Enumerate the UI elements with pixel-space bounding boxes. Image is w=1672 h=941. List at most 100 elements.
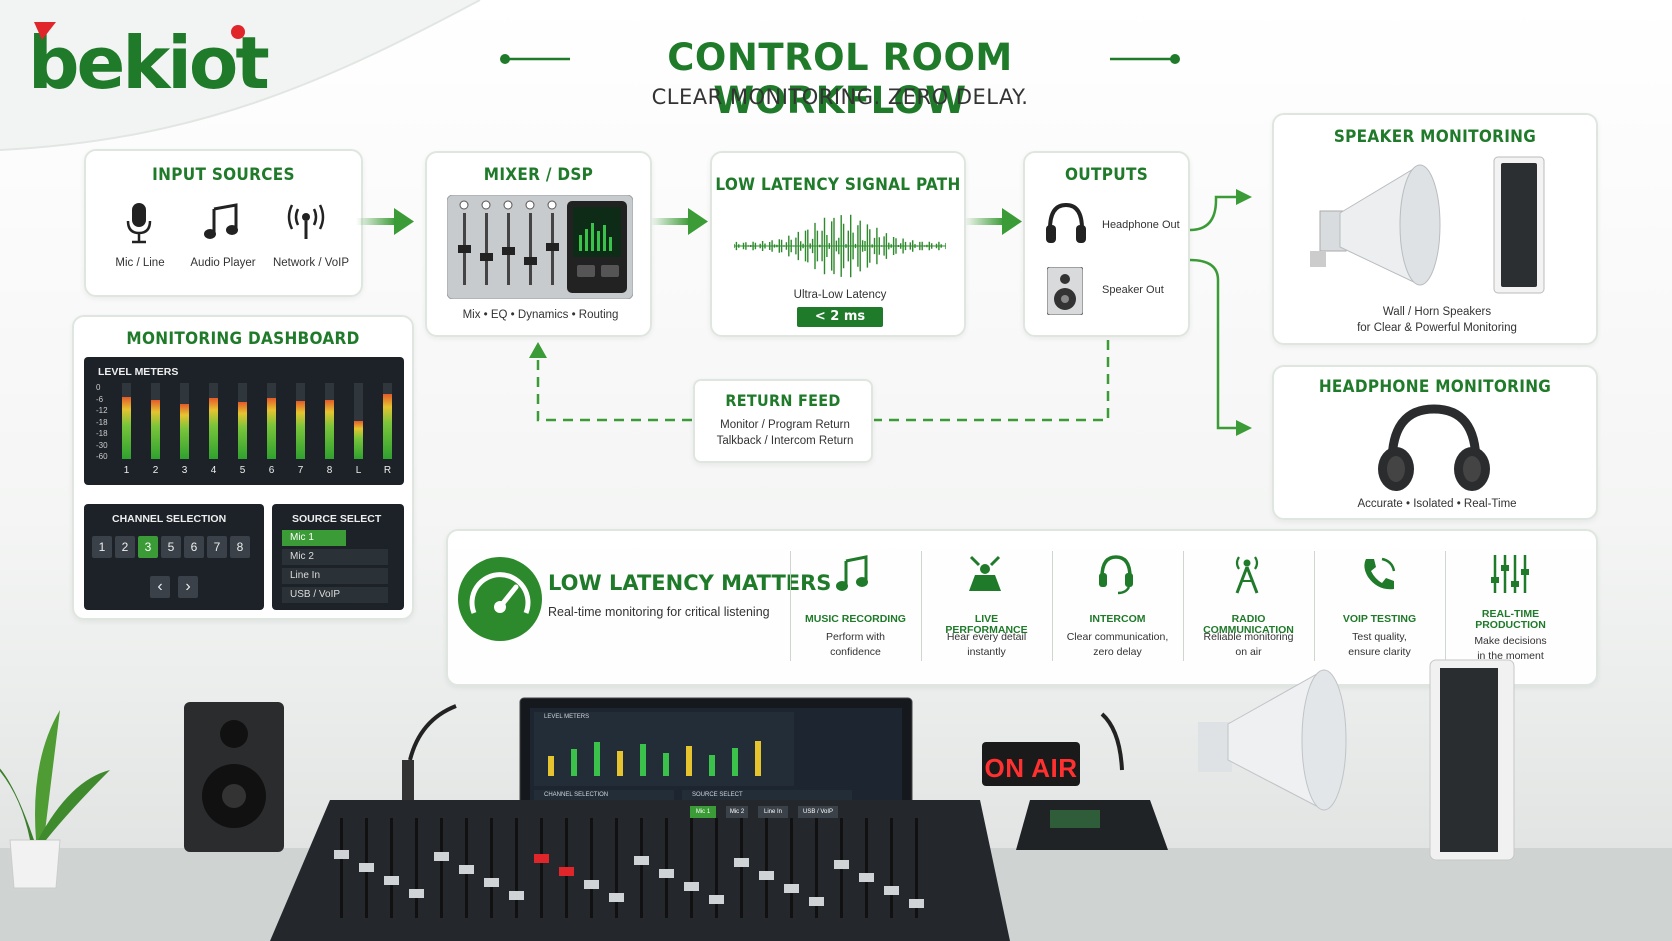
logo-graphic: bekiot	[28, 21, 271, 105]
speaker-monitoring-title: SPEAKER MONITORING	[1333, 127, 1537, 147]
input-source-label: Network / VoIP	[272, 257, 350, 269]
meter-scale-tick: -18	[96, 429, 108, 438]
use-case-desc: in the moment	[1477, 650, 1544, 662]
latency-matters-title: LOW LATENCY MATTERS	[548, 571, 832, 595]
channel-button[interactable]: 6	[184, 536, 204, 558]
use-case-title: REAL-TIME PRODUCTION	[1475, 608, 1546, 631]
level-meter-fill	[151, 400, 160, 459]
music-note-icon	[204, 203, 238, 239]
level-meter-fill	[209, 398, 218, 459]
monitoring-dashboard-card: MONITORING DASHBOARD LEVEL METERS 0-6-12…	[72, 315, 414, 620]
source-option[interactable]: Mic 1	[282, 530, 346, 546]
screen-source-list: Mic 1 Mic 2 Line In USB / VoIP	[690, 806, 860, 820]
latency-matters-card: LOW LATENCY MATTERS Real-time monitoring…	[446, 529, 1598, 686]
signal-path-title: LOW LATENCY SIGNAL PATH	[715, 175, 961, 195]
channel-selection-label: CHANNEL SELECTION	[112, 513, 227, 525]
on-air-sign: ON AIR	[984, 753, 1078, 783]
use-case-desc: ensure clarity	[1348, 646, 1411, 658]
level-meter-label: 7	[297, 465, 304, 476]
channel-button[interactable]: 3	[138, 536, 158, 558]
level-meter-label: 8	[326, 465, 333, 476]
brand-logo: bekiot	[26, 18, 286, 105]
screen-source-select-label: SOURCE SELECT	[692, 792, 743, 798]
meter-scale-tick: -30	[96, 440, 108, 450]
input-source-label: Audio Player	[190, 257, 256, 269]
use-case-desc: Make decisions	[1474, 635, 1547, 647]
source-select-panel: SOURCE SELECT Mic 1 Mic 2 Line In USB / VoI…	[272, 504, 404, 610]
channel-button[interactable]: 1	[92, 536, 112, 558]
screen-channel-selection-label: CHANNEL SELECTION	[544, 792, 609, 798]
use-case-title: RADIO COMMUNICATION	[1203, 613, 1294, 636]
screen-source-option: Mic 1	[690, 806, 716, 818]
level-meter-label: L	[355, 465, 362, 476]
level-meter-fill	[180, 404, 189, 459]
return-feed-loop	[529, 340, 1110, 422]
level-meter-fill	[122, 397, 131, 459]
latency-matters-subtitle: Real-time monitoring for critical listen…	[548, 605, 770, 619]
source-option[interactable]: USB / VoIP	[282, 587, 388, 603]
monitoring-dashboard-title: MONITORING DASHBOARD	[126, 329, 360, 349]
level-meter-fill	[383, 394, 392, 459]
meter-scale-tick: 0	[96, 383, 101, 392]
return-feed-line: Monitor / Program Return	[720, 419, 850, 431]
level-meter-label: 1	[123, 465, 130, 476]
level-meters-label: LEVEL METERS	[98, 366, 179, 378]
use-case-desc: Test quality,	[1352, 631, 1407, 643]
use-case-desc: Clear communication,	[1066, 631, 1169, 643]
screen-source-option: Line In	[758, 806, 788, 818]
use-case-divider	[1183, 551, 1184, 661]
mixer-caption: Mix • EQ • Dynamics • Routing	[462, 309, 619, 321]
speedometer-icon	[458, 557, 542, 641]
studio-scene	[0, 659, 1672, 941]
level-meter-label: 3	[181, 465, 188, 476]
use-case-desc: Reliable monitoring	[1203, 631, 1294, 643]
level-meter-label: 6	[268, 465, 275, 476]
screen-source-option: Mic 2	[726, 806, 748, 818]
channel-button[interactable]: 7	[207, 536, 227, 558]
horn-speaker-icon	[1198, 669, 1347, 811]
mixer-device-icon	[447, 195, 633, 299]
use-case-desc: instantly	[967, 646, 1006, 658]
use-case-desc: confidence	[830, 646, 881, 658]
title-left-ornament	[500, 54, 570, 64]
mixer-dsp-title: MIXER / DSP	[483, 165, 594, 185]
level-meter-bar	[383, 383, 392, 459]
signal-path-card: LOW LATENCY SIGNAL PATH Ultra-Low Latenc…	[710, 151, 966, 337]
channel-button[interactable]: 8	[230, 536, 250, 558]
source-option[interactable]: Mic 2	[282, 549, 388, 565]
branch-arrows	[1189, 189, 1252, 436]
level-meter-bar	[209, 383, 218, 459]
level-meter-bar	[267, 383, 276, 459]
channel-button[interactable]: 2	[115, 536, 135, 558]
use-case-desc: Perform with	[826, 631, 885, 643]
meter-scale-tick: -6	[96, 394, 104, 404]
channel-prev-button[interactable]: ‹	[150, 576, 170, 598]
use-case-divider	[790, 551, 791, 661]
return-feed-card: RETURN FEED Monitor / Program Return Tal…	[693, 379, 873, 463]
level-meter-bar	[238, 383, 247, 459]
music-note-icon	[835, 555, 868, 591]
headphone-monitoring-card: HEADPHONE MONITORING Accurate • Isolated…	[1272, 365, 1598, 520]
source-option[interactable]: Line In	[282, 568, 388, 584]
headphones-icon	[1378, 404, 1490, 491]
source-select-label: SOURCE SELECT	[292, 513, 382, 525]
use-case-divider	[1052, 551, 1053, 661]
use-case-divider	[1445, 551, 1446, 661]
level-meter-label: 5	[239, 465, 246, 476]
channel-button[interactable]: 5	[161, 536, 181, 558]
level-meter-label: 4	[210, 465, 217, 476]
header-title-row: CONTROL ROOM WORKFLOW	[500, 36, 1180, 122]
flow-arrow-icon	[356, 208, 414, 235]
studio-monitor-icon	[184, 702, 284, 852]
use-case-divider	[921, 551, 922, 661]
use-case-title: INTERCOM	[1089, 613, 1146, 625]
faders-icon	[1490, 555, 1529, 593]
flow-arrow-icon	[650, 208, 708, 235]
use-case-desc: on air	[1235, 646, 1262, 658]
channel-next-button[interactable]: ›	[178, 576, 198, 598]
speaker-monitoring-caption: Wall / Horn Speakers	[1382, 306, 1492, 318]
headphones-icon	[1046, 202, 1086, 243]
screen-source-option: USB / VoIP	[798, 806, 838, 818]
